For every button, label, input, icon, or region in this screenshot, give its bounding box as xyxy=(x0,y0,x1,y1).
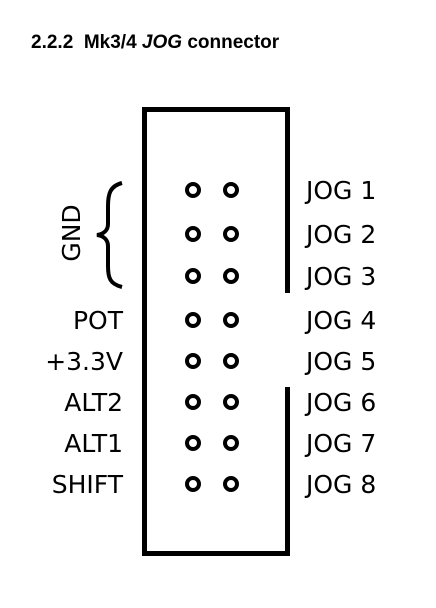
pin-label-jog2: JOG 2 xyxy=(304,220,376,249)
pin-label-jog5: JOG 5 xyxy=(304,347,376,376)
pin xyxy=(223,268,239,284)
heading-emphasis: JOG xyxy=(141,32,183,53)
section-heading: 2.2.2 Mk3/4 JOG connector xyxy=(31,32,279,54)
pin xyxy=(185,435,201,451)
pin xyxy=(185,476,201,492)
pin xyxy=(185,268,201,284)
pin-label-jog3: JOG 3 xyxy=(304,262,376,291)
right-pin-labels: JOG 1 JOG 2 JOG 3 JOG 4 JOG 5 JOG 6 JOG … xyxy=(304,176,376,499)
connector-body xyxy=(142,107,290,556)
pin-row xyxy=(185,435,239,451)
pin-row xyxy=(185,312,239,328)
pin xyxy=(223,226,239,242)
pin xyxy=(185,226,201,242)
pin xyxy=(223,435,239,451)
pin-label-shift: SHIFT xyxy=(52,470,124,499)
pin-label-3v3: +3.3V xyxy=(45,347,123,376)
gnd-label: GND xyxy=(57,204,86,261)
section-number: 2.2.2 xyxy=(31,32,74,53)
pin-label-alt1: ALT1 xyxy=(64,429,123,458)
pin-label-pot: POT xyxy=(73,306,124,335)
pin xyxy=(223,353,239,369)
pin-row xyxy=(185,226,239,242)
connector-key-notch xyxy=(282,293,293,387)
pin-label-jog7: JOG 7 xyxy=(304,429,376,458)
pin-row xyxy=(185,268,239,284)
left-pin-labels: POT +3.3V ALT2 ALT1 SHIFT xyxy=(45,306,124,499)
pin-label-jog4: JOG 4 xyxy=(304,306,376,335)
gnd-brace xyxy=(96,181,123,289)
pin-row xyxy=(185,394,239,410)
pin-row xyxy=(185,353,239,369)
pin xyxy=(185,353,201,369)
pin xyxy=(223,476,239,492)
pin xyxy=(185,394,201,410)
pin-label-jog6: JOG 6 xyxy=(304,388,376,417)
pin xyxy=(185,312,201,328)
pin xyxy=(223,182,239,198)
pin-label-jog8: JOG 8 xyxy=(304,470,376,499)
pin-label-alt2: ALT2 xyxy=(64,388,123,417)
pin-label-jog1: JOG 1 xyxy=(304,176,376,205)
heading-suffix: connector xyxy=(187,32,280,53)
heading-prefix: Mk3/4 xyxy=(83,32,137,53)
pin-row xyxy=(185,182,239,198)
pin-grid xyxy=(185,182,239,492)
pin xyxy=(223,312,239,328)
pin xyxy=(185,182,201,198)
pin-row xyxy=(185,476,239,492)
pin xyxy=(223,394,239,410)
